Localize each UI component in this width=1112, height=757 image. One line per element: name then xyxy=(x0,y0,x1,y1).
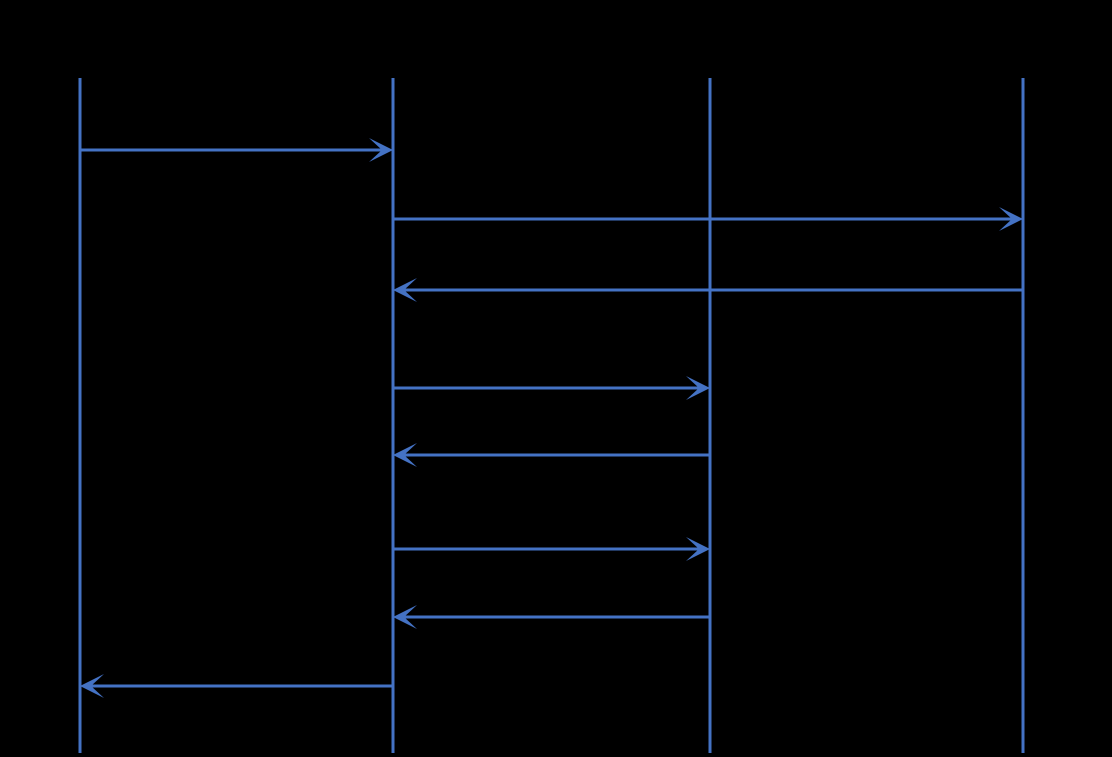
arrowhead-icon xyxy=(686,376,710,400)
lifelines-layer xyxy=(78,78,1025,753)
message-arrow xyxy=(393,537,710,561)
arrowhead-icon xyxy=(393,605,417,629)
message-arrow xyxy=(393,443,710,467)
message-arrow xyxy=(80,674,393,698)
arrowhead-icon xyxy=(80,674,104,698)
arrowhead-icon xyxy=(369,138,393,162)
arrowhead-icon xyxy=(393,278,417,302)
messages-layer xyxy=(80,138,1023,698)
message-arrow xyxy=(393,605,710,629)
arrowhead-icon xyxy=(393,443,417,467)
arrowhead-icon xyxy=(686,537,710,561)
message-arrow xyxy=(393,207,1023,231)
message-arrow xyxy=(393,376,710,400)
message-arrow xyxy=(80,138,393,162)
arrowhead-icon xyxy=(999,207,1023,231)
message-arrow xyxy=(393,278,1023,302)
